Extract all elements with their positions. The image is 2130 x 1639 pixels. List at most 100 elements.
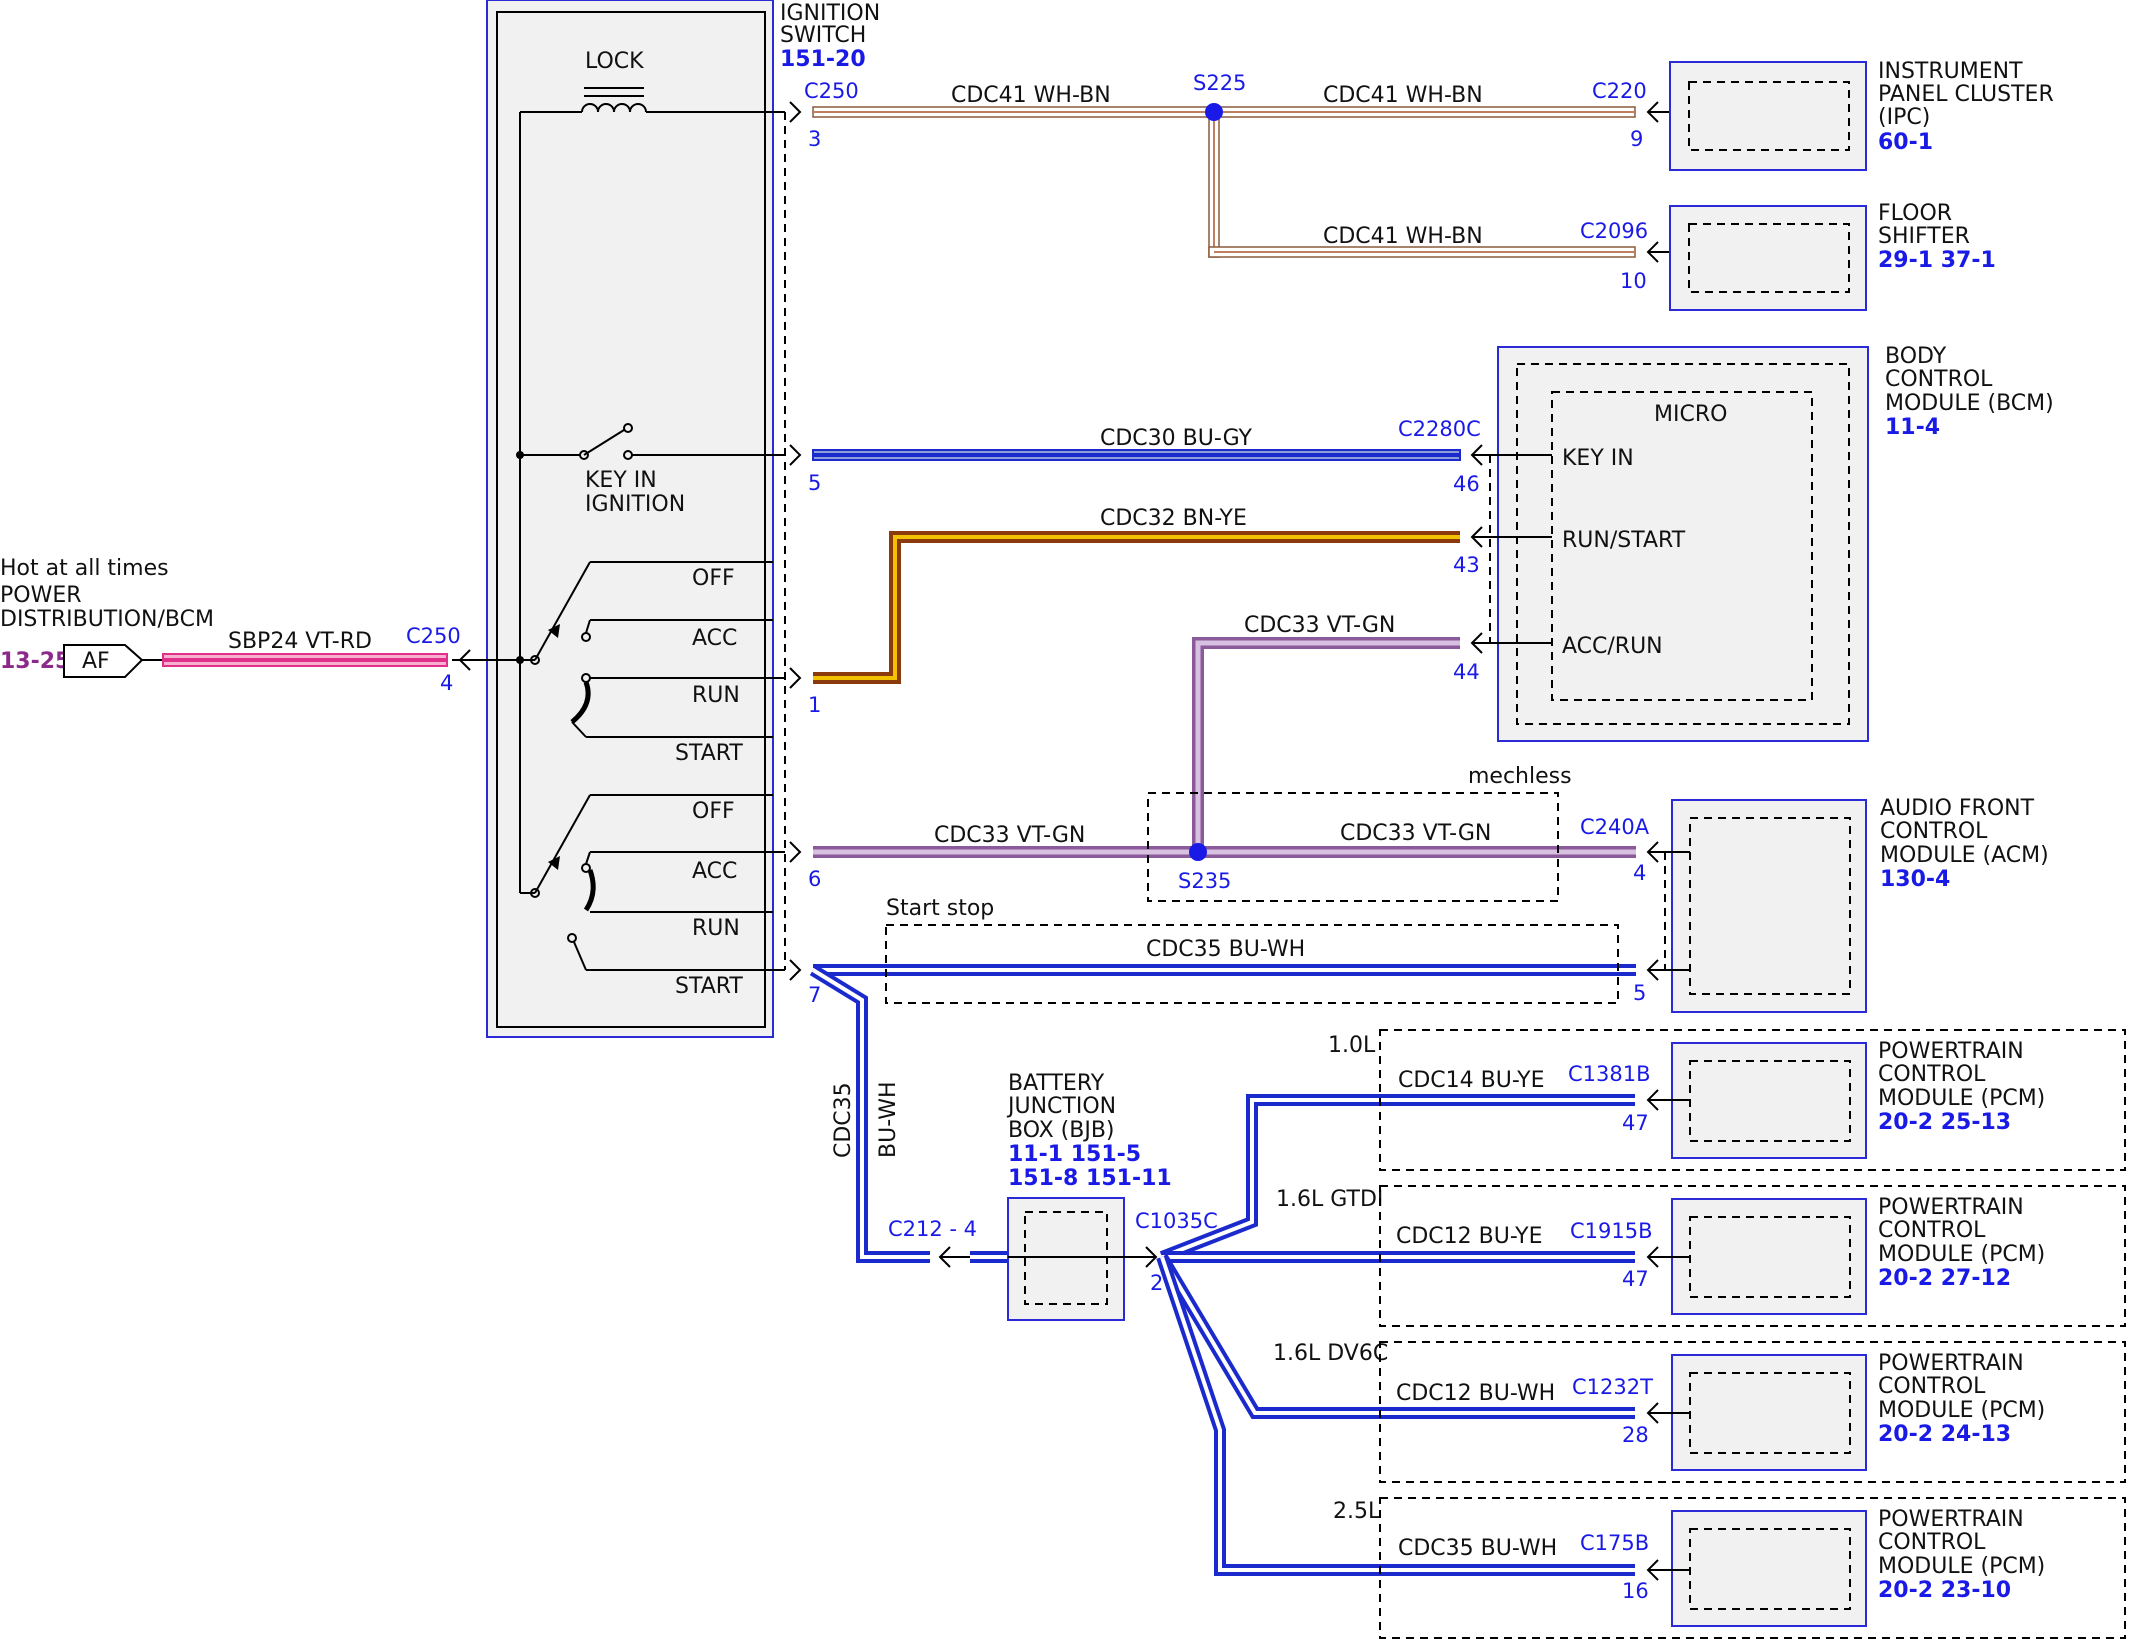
acm-pin-4: 4 [1633, 861, 1646, 885]
acm-label-2: CONTROL [1880, 819, 1988, 844]
wire-cdc41: S225 CDC41 WH-BN CDC41 WH-BN CDC41 WH-BN [812, 71, 1690, 263]
bcm-box [1497, 346, 1869, 742]
deck2-off: OFF [692, 799, 735, 824]
pcm-3-ref: 20-2 24-13 [1878, 1422, 2011, 1447]
power-pin: 4 [440, 671, 453, 695]
wire-cdc33: S235 CDC33 VT-GN CDC33 VT-GN CDC33 VT-GN… [813, 613, 1636, 902]
deck1-acc: ACC [692, 626, 737, 651]
pcm-3-label-2: CONTROL [1878, 1374, 1986, 1399]
start-stop-box [885, 924, 1619, 1004]
pcm-1-label-2: CONTROL [1878, 1062, 1986, 1087]
wire-cdc30: CDC30 BU-GY [812, 426, 1461, 461]
wire-cdc33-label-c: CDC33 VT-GN [1244, 613, 1395, 638]
pcm-2-label-2: CONTROL [1878, 1218, 1986, 1243]
pcm-4-ref: 20-2 23-10 [1878, 1578, 2011, 1603]
note-engine-16l-dv6c: 1.6L DV6C [1273, 1341, 1388, 1366]
pcm-1-label-3: MODULE (PCM) [1878, 1086, 2045, 1111]
bjb-label-1: BATTERY [1008, 1071, 1105, 1096]
deck1-off: OFF [692, 566, 735, 591]
pcm-4-connector: C175B [1580, 1531, 1649, 1555]
mechless-note: mechless [1468, 764, 1572, 789]
bjb-label-3: BOX (BJB) [1008, 1118, 1115, 1143]
acm-pin-5: 5 [1633, 981, 1646, 1005]
c250-pin-5: 5 [808, 471, 821, 495]
pcm-2-pin: 47 [1622, 1267, 1649, 1291]
power-connector: C250 [406, 624, 461, 648]
wire-cdc35-vert-label-2: BU-WH [876, 1081, 901, 1158]
bcm-acc-run: ACC/RUN [1562, 634, 1663, 659]
fuse-af-symbol [63, 644, 144, 678]
power-label: POWER [0, 583, 82, 608]
deck2-start: START [675, 974, 743, 999]
pcm-2-label-3: MODULE (PCM) [1878, 1242, 2045, 1267]
pcm-2-ref: 20-2 27-12 [1878, 1266, 2011, 1291]
bjb-pin: 2 [1150, 1271, 1163, 1295]
bjb-ref-1: 11-1 151-5 [1008, 1142, 1141, 1167]
bjb-label-2: JUNCTION [1006, 1094, 1116, 1119]
ipc-box [1669, 61, 1867, 171]
ipc-label-1: INSTRUMENT [1878, 59, 2023, 84]
wire-cdc41-label-a: CDC41 WH-BN [951, 83, 1111, 108]
module-pcm-2: C1915B 47 POWERTRAIN CONTROL MODULE (PCM… [1379, 1185, 2126, 1327]
power-wire-label: SBP24 VT-RD [228, 629, 372, 654]
floor-shifter-box [1669, 205, 1867, 311]
pcm-modules: C1381B 47 POWERTRAIN CONTROL MODULE (PCM… [1379, 1029, 2126, 1639]
acm-ref: 130-4 [1880, 867, 1950, 892]
deck1-start: START [675, 741, 743, 766]
splice-s235 [1189, 843, 1207, 861]
pcm-4-label-3: MODULE (PCM) [1878, 1554, 2045, 1579]
bcm-label-2: CONTROL [1885, 367, 1993, 392]
deck2-run: RUN [692, 916, 740, 941]
module-floor-shifter: C2096 10 FLOOR SHIFTER 29-1 37-1 [1580, 201, 1996, 311]
bjb-ref-2: 151-8 151-11 [1008, 1166, 1172, 1191]
pcm-4-label-2: CONTROL [1878, 1530, 1986, 1555]
bcm-pin-43: 43 [1453, 553, 1480, 577]
ipc-label-2: PANEL CLUSTER [1878, 82, 2054, 107]
power-hot-label: Hot at all times [0, 556, 169, 581]
note-engine-10l: 1.0L [1328, 1033, 1376, 1058]
pcm-1-label-1: POWERTRAIN [1878, 1039, 2024, 1064]
ignition-switch: IGNITION SWITCH 151-20 LOCK KEY IN IGNIT… [452, 0, 880, 1038]
wire-cdc33-label-a: CDC33 VT-GN [934, 823, 1085, 848]
bcm-pin-44: 44 [1453, 660, 1480, 684]
wire-cdc12-label-b: CDC12 BU-WH [1396, 1381, 1555, 1406]
ipc-connector: C220 [1592, 79, 1647, 103]
ipc-label-3: (IPC) [1878, 105, 1930, 130]
floor-shifter-label-1: FLOOR [1878, 201, 1952, 226]
deck2-acc: ACC [692, 859, 737, 884]
ignition-switch-title-2: SWITCH [780, 23, 866, 48]
pcm-4-label-1: POWERTRAIN [1878, 1507, 2024, 1532]
c250-connector: C250 3 5 1 6 7 [789, 79, 859, 1007]
floor-shifter-pin: 10 [1620, 269, 1647, 293]
floor-shifter-ref: 29-1 37-1 [1878, 248, 1996, 273]
ignition-switch-inner-box [496, 11, 766, 1028]
splice-s225-label: S225 [1193, 71, 1246, 95]
c250-pin-3: 3 [808, 127, 821, 151]
pcm-3-label-1: POWERTRAIN [1878, 1351, 2024, 1376]
module-bcm: C2280C 46 43 44 MICRO KEY IN RUN/START A… [1398, 344, 2054, 742]
floor-shifter-label-2: SHIFTER [1878, 224, 1970, 249]
power-distribution-label: DISTRIBUTION/BCM [0, 607, 214, 632]
pcm-2-connector: C1915B [1570, 1219, 1653, 1243]
lock-label: LOCK [585, 49, 644, 74]
module-ipc: C220 9 INSTRUMENT PANEL CLUSTER (IPC) 60… [1592, 59, 2054, 171]
key-in-label-2: IGNITION [585, 492, 685, 517]
bjb-box [1007, 1197, 1125, 1321]
c250-pin-6: 6 [808, 867, 821, 891]
pcm-1-connector: C1381B [1568, 1062, 1651, 1086]
bcm-label-3: MODULE (BCM) [1885, 391, 2054, 416]
wire-cdc30-label: CDC30 BU-GY [1100, 426, 1253, 451]
wire-cdc35: Start stop CDC35 BU-WH CDC35 BU-WH [809, 896, 1636, 1263]
battery-junction-box: BATTERY JUNCTION BOX (BJB) 11-1 151-5 15… [888, 1071, 1218, 1321]
pcm-3-connector: C1232T [1572, 1375, 1653, 1399]
bcm-connector: C2280C [1398, 417, 1481, 441]
pcm-2-label-1: POWERTRAIN [1878, 1195, 2024, 1220]
acm-label-3: MODULE (ACM) [1880, 843, 2049, 868]
fuse-label: AF [82, 649, 110, 674]
wire-cdc14-label: CDC14 BU-YE [1398, 1068, 1545, 1093]
c250-top-label: C250 [804, 79, 859, 103]
bcm-pin-46: 46 [1453, 472, 1480, 496]
power-feed: Hot at all times POWER DISTRIBUTION/BCM … [0, 556, 471, 695]
deck1-run: RUN [692, 683, 740, 708]
note-engine-16l-gtdi: 1.6L GTDI [1276, 1187, 1383, 1212]
